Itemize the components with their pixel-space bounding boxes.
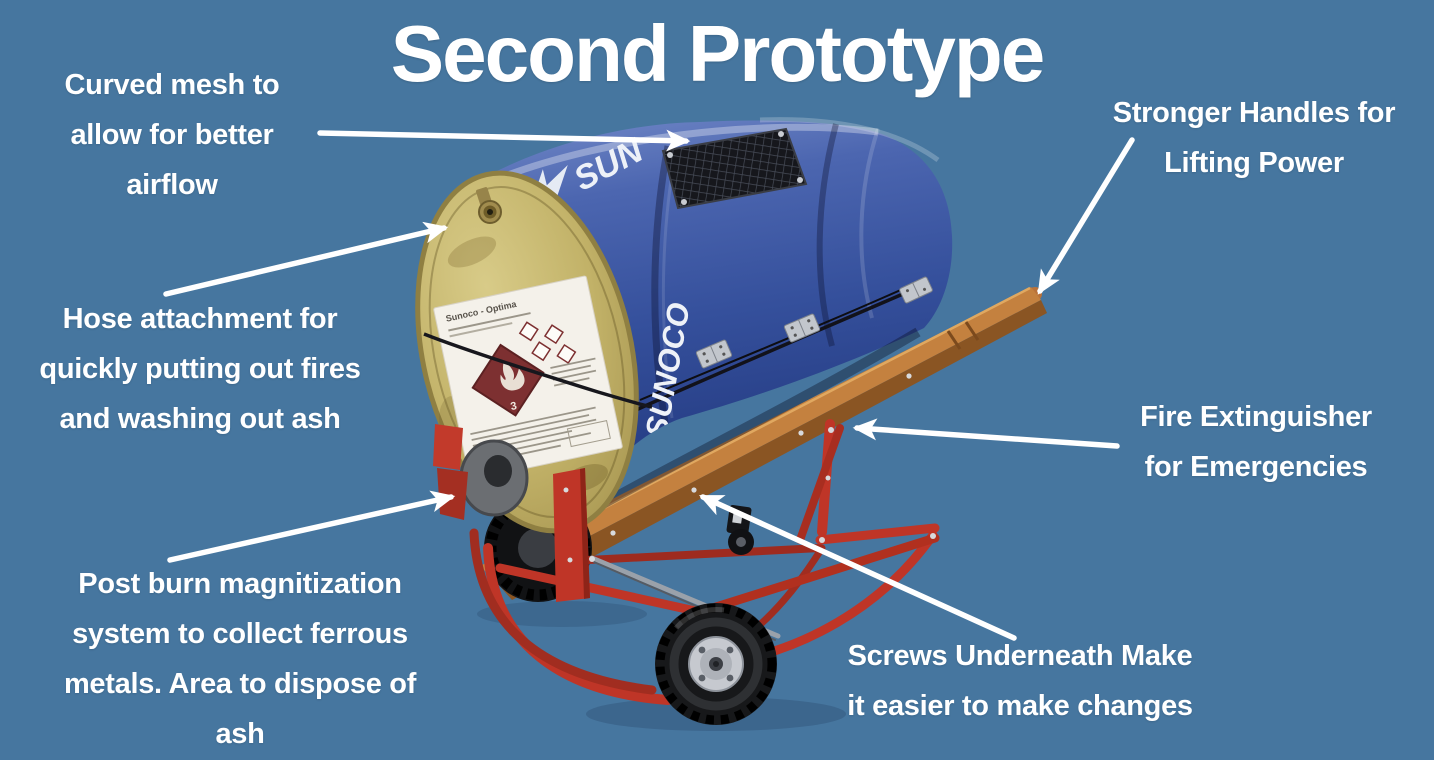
mesh-vent — [661, 127, 808, 210]
front-wheel — [655, 603, 777, 725]
flame-icon — [500, 360, 525, 391]
annotation-line: Lifting Power — [1164, 147, 1344, 179]
annotation-arrows — [163, 129, 1135, 641]
arrow-curved-mesh — [317, 129, 691, 152]
barrel-lid: Sunoco - Optima 3 — [415, 170, 653, 534]
plank-screws — [610, 373, 912, 536]
cart-ear-plate — [437, 468, 468, 520]
cart-upright — [553, 468, 590, 602]
barrel-rib — [816, 123, 839, 347]
annotation-hose-attachment: Hose attachment for quickly putting out … — [39, 294, 360, 444]
annotation-line: it easier to make changes — [847, 690, 1193, 722]
barrel-seam — [635, 282, 927, 412]
annotation-line: airflow — [126, 169, 218, 201]
lid-grime — [447, 236, 497, 268]
arrow-fire-extinguisher — [852, 418, 1120, 449]
arrow-screws-underneath — [698, 494, 1017, 641]
page-title: Second Prototype — [390, 9, 1046, 98]
annotation-line: metals. Area to dispose of — [63, 668, 417, 700]
annotation-curved-mesh: Curved mesh to allow for better airflow — [65, 60, 280, 210]
annotation-stronger-handles: Stronger Handles for Lifting Power — [1112, 88, 1396, 188]
annotation-line: Fire Extinguisher — [1140, 401, 1372, 433]
arrow-stronger-handles — [1037, 137, 1135, 295]
annotation-line: and washing out ash — [59, 403, 341, 435]
annotation-line: ash — [215, 718, 265, 750]
barrel-far-chime — [859, 128, 880, 319]
arrow-hose-attachment — [163, 221, 449, 297]
annotation-line: Screws Underneath Make — [847, 640, 1193, 672]
annotation-line: Curved mesh to — [64, 69, 280, 101]
label-box — [566, 420, 611, 448]
annotation-screws-underneath: Screws Underneath Make it easier to make… — [847, 631, 1193, 731]
cart-ear-plate — [433, 424, 463, 470]
annotation-fire-extinguisher: Fire Extinguisher for Emergencies — [1140, 392, 1372, 492]
annotation-line: Post burn magnitization — [78, 568, 402, 600]
barrel-rib — [651, 145, 672, 424]
magnet-ring — [459, 439, 529, 517]
annotation-line: Stronger Handles for — [1112, 97, 1396, 129]
arrow-post-burn — [167, 490, 456, 563]
annotation-line: for Emergencies — [1144, 451, 1368, 483]
cart-frame — [469, 419, 940, 705]
lid-seam-crack — [423, 332, 653, 409]
hose-fitting — [476, 187, 502, 224]
hazard-class-number: 3 — [509, 400, 517, 413]
hazard-label: Sunoco - Optima 3 — [433, 275, 623, 481]
annotation-line: Hose attachment for — [62, 303, 338, 335]
annotation-post-burn-magnet: Post burn magnitization system to collec… — [64, 559, 416, 759]
annotation-line: allow for better — [70, 119, 274, 151]
annotation-line: system to collect ferrous — [72, 618, 408, 650]
barrel-hinges — [695, 276, 933, 369]
latch-cable — [639, 279, 924, 401]
ghs-pictograms — [518, 321, 577, 365]
annotation-line: quickly putting out fires — [39, 353, 361, 385]
